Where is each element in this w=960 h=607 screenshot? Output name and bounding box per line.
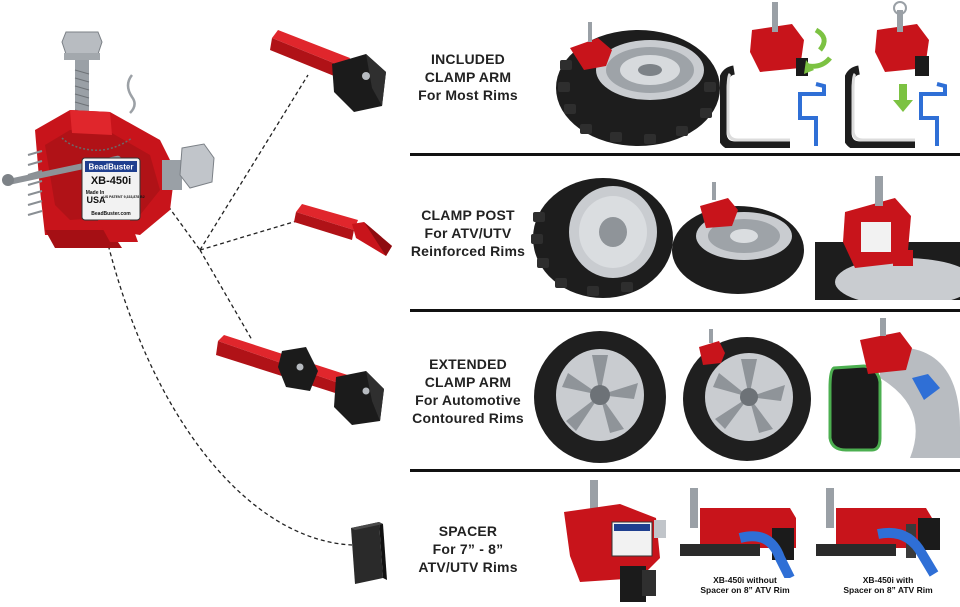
caption-line: XB-450i with (862, 575, 914, 585)
with-spacer-diagram (816, 488, 940, 577)
auto-tire-photo (534, 331, 666, 463)
caption-without-spacer: XB-450i without Spacer on 8” ATV Rim (680, 575, 810, 595)
tool-made-in-text: Made In (86, 190, 105, 196)
clamp-arm-diagram-2 (845, 1, 947, 148)
tool-site-text: BeadBuster.com (91, 211, 131, 217)
tool-with-spacer-photo (564, 480, 666, 602)
spacer-part (351, 522, 387, 584)
atv-tire-photo (531, 178, 673, 298)
row-label-clamp-post: CLAMP POST For ATV/UTV Reinforced Rims (398, 206, 538, 260)
extended-clamp-arm-part (216, 335, 384, 425)
tool-brand-text: BeadBuster (89, 163, 134, 172)
row-label-line: For ATV/UTV (424, 225, 512, 241)
atv-tire-with-tool-photo (556, 22, 720, 146)
clamp-post-closeup-photo (815, 176, 960, 300)
clamp-arm-part (270, 30, 386, 112)
row-label-line: ATV/UTV Rims (418, 559, 518, 575)
tool-country-text: USA (86, 195, 106, 205)
row-label-line: EXTENDED (429, 356, 507, 372)
tool-patent-text: US PATENT 9,333,878 B2 (103, 195, 144, 199)
row-label-extended-clamp-arm: EXTENDED CLAMP ARM For Automotive Contou… (398, 355, 538, 427)
clamp-arm-diagram-1 (720, 2, 832, 148)
atv-tire-with-clamp-post-photo (672, 182, 804, 294)
connector-extended-arm (199, 249, 253, 341)
row-label-spacer: SPACER For 7” - 8” ATV/UTV Rims (398, 522, 538, 576)
row-divider (410, 469, 960, 472)
without-spacer-diagram (680, 488, 796, 578)
auto-tire-with-extended-arm-photo (683, 329, 811, 461)
row-label-line: INCLUDED (431, 51, 505, 67)
row-label-line: Contoured Rims (412, 410, 524, 426)
row-label-line: For Most Rims (418, 87, 518, 103)
row-divider (410, 153, 960, 156)
caption-with-spacer: XB-450i with Spacer on 8” ATV Rim (816, 575, 960, 595)
caption-line: XB-450i without (713, 575, 777, 585)
caption-line: Spacer on 8” ATV Rim (700, 585, 790, 595)
row-label-included-clamp-arm: INCLUDED CLAMP ARM For Most Rims (398, 50, 538, 104)
tool-model-text: XB-450i (91, 175, 131, 187)
caption-line: Spacer on 8” ATV Rim (843, 585, 933, 595)
row-label-line: For 7” - 8” (432, 541, 504, 557)
clamp-post-part (294, 204, 392, 256)
row-divider (410, 309, 960, 312)
main-tool-illustration: BeadBuster XB-450i Made In USA US PATENT… (2, 31, 215, 248)
row-label-line: CLAMP ARM (424, 374, 512, 390)
row-label-line: SPACER (438, 523, 498, 539)
row-label-line: For Automotive (415, 392, 521, 408)
row-label-line: Reinforced Rims (410, 243, 526, 259)
row-label-line: CLAMP ARM (424, 69, 512, 85)
extended-arm-cross-section-photo (828, 318, 960, 458)
row-label-line: CLAMP POST (421, 207, 515, 223)
